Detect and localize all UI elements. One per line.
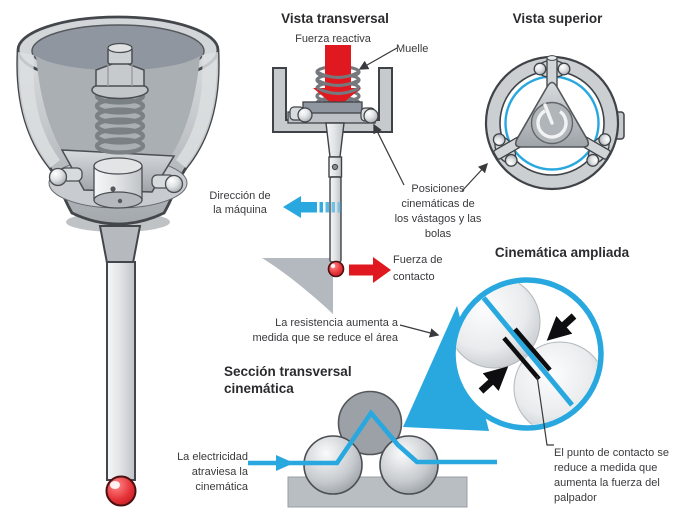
workpiece bbox=[262, 258, 333, 314]
heading-cross-section: Vista transversal bbox=[281, 11, 389, 26]
probe-3d-cutaway bbox=[16, 15, 220, 507]
stylus-holder bbox=[325, 122, 345, 158]
stylus-shaft-3d bbox=[106, 261, 136, 481]
compression-arrow-lower bbox=[478, 366, 509, 394]
contact-force-arrow bbox=[349, 257, 391, 283]
cross-section-view bbox=[262, 45, 393, 314]
stylus-shaft-section bbox=[329, 176, 342, 263]
resistance-leader bbox=[399, 324, 440, 338]
label-machine-direction: Dirección de la máquina bbox=[209, 190, 271, 216]
ball-left-section bbox=[297, 107, 313, 123]
contact-facet-upper bbox=[513, 327, 552, 372]
label-electricity: La electricidad atraviesa la cinemática bbox=[177, 451, 248, 493]
kinematic-cross-section bbox=[248, 390, 497, 508]
label-kinematic-positions: Posiciones cinemáticas de los vástagos y… bbox=[394, 183, 482, 240]
heading-kinematic-cross-section: Sección transversal cinemática bbox=[224, 364, 352, 396]
contact-point-leader bbox=[536, 375, 554, 446]
electricity-arrow bbox=[248, 409, 497, 471]
kinematic-rod-top bbox=[533, 55, 571, 99]
ball-left bbox=[48, 167, 68, 187]
machine-direction-arrow bbox=[283, 196, 341, 218]
heading-kinematics-enlarged: Cinemática ampliada bbox=[494, 245, 630, 260]
label-spring: Muelle bbox=[396, 43, 429, 55]
ruby-tip-3d bbox=[105, 475, 137, 507]
contact-facet-lower bbox=[502, 336, 541, 381]
kinematics-magnifier bbox=[403, 277, 604, 431]
compression-arrow-upper bbox=[546, 313, 577, 341]
seat-ball-right bbox=[379, 435, 439, 495]
center-block bbox=[302, 101, 363, 114]
positions-leader-left bbox=[373, 123, 405, 186]
leader-lines bbox=[358, 47, 554, 446]
label-reactive-force: Fuerza reactiva bbox=[295, 33, 371, 45]
label-contact-point: El punto de contacto se reduce a medida … bbox=[554, 447, 669, 504]
label-resistance: La resistencia aumenta a medida que se r… bbox=[252, 317, 398, 344]
ball-right bbox=[164, 174, 184, 194]
ball-right-section bbox=[363, 108, 379, 124]
label-contact-force: Fuerza de contacto bbox=[393, 254, 443, 283]
spring-leader bbox=[358, 47, 398, 70]
heading-top-view: Vista superior bbox=[512, 11, 603, 26]
current-path-line bbox=[481, 295, 574, 407]
probe-neck bbox=[98, 225, 142, 264]
positions-leader-right bbox=[461, 162, 488, 192]
ruby-tip-section bbox=[327, 260, 345, 278]
top-view bbox=[484, 55, 625, 191]
